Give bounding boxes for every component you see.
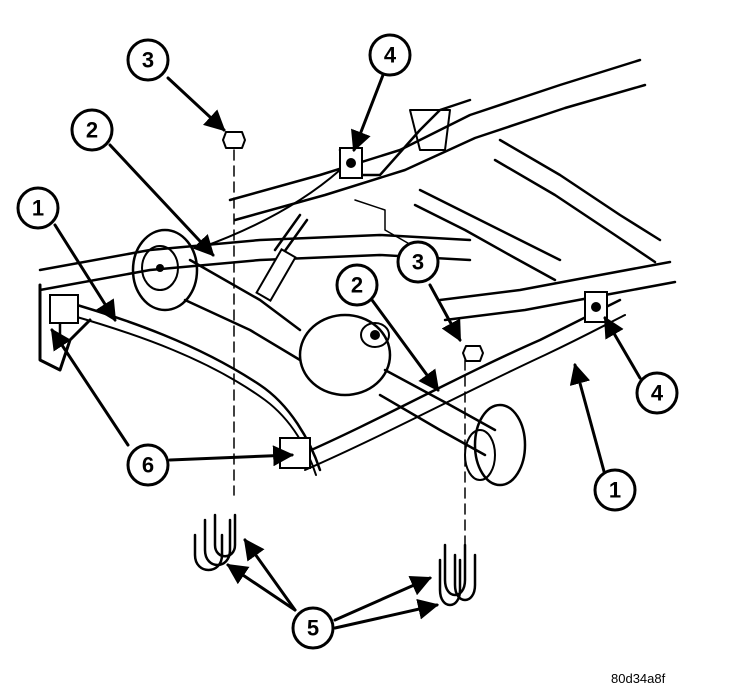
svg-text:4: 4	[384, 43, 397, 68]
callout-6: 6	[126, 443, 170, 487]
svg-text:3: 3	[412, 250, 424, 275]
svg-text:2: 2	[86, 118, 98, 143]
callout-2-left: 2	[70, 108, 114, 152]
svg-text:5: 5	[307, 616, 319, 641]
callouts: 3 4 2 1 2 3 4 6	[16, 33, 679, 650]
svg-text:4: 4	[651, 381, 664, 406]
rear-axle	[131, 199, 527, 487]
callout-4-right: 4	[635, 371, 679, 415]
svg-text:1: 1	[32, 196, 44, 221]
callout-5: 5	[291, 606, 335, 650]
nut-left	[222, 131, 246, 149]
svg-text:2: 2	[351, 273, 363, 298]
nut-right	[462, 345, 484, 362]
callout-4-top: 4	[368, 33, 412, 77]
callout-3-top: 3	[126, 38, 170, 82]
figure-id: 80d34a8f	[611, 671, 666, 686]
svg-text:3: 3	[142, 48, 154, 73]
svg-text:1: 1	[609, 478, 621, 503]
callout-3-mid: 3	[396, 240, 440, 284]
spring-shackles	[49, 147, 608, 469]
callout-1-right: 1	[593, 468, 637, 512]
u-bolts	[193, 131, 484, 607]
callout-1-left: 1	[16, 186, 60, 230]
leader-lines	[50, 73, 642, 630]
svg-text:6: 6	[142, 453, 154, 478]
leaf-springs	[58, 169, 626, 476]
callout-2-mid: 2	[335, 263, 379, 307]
